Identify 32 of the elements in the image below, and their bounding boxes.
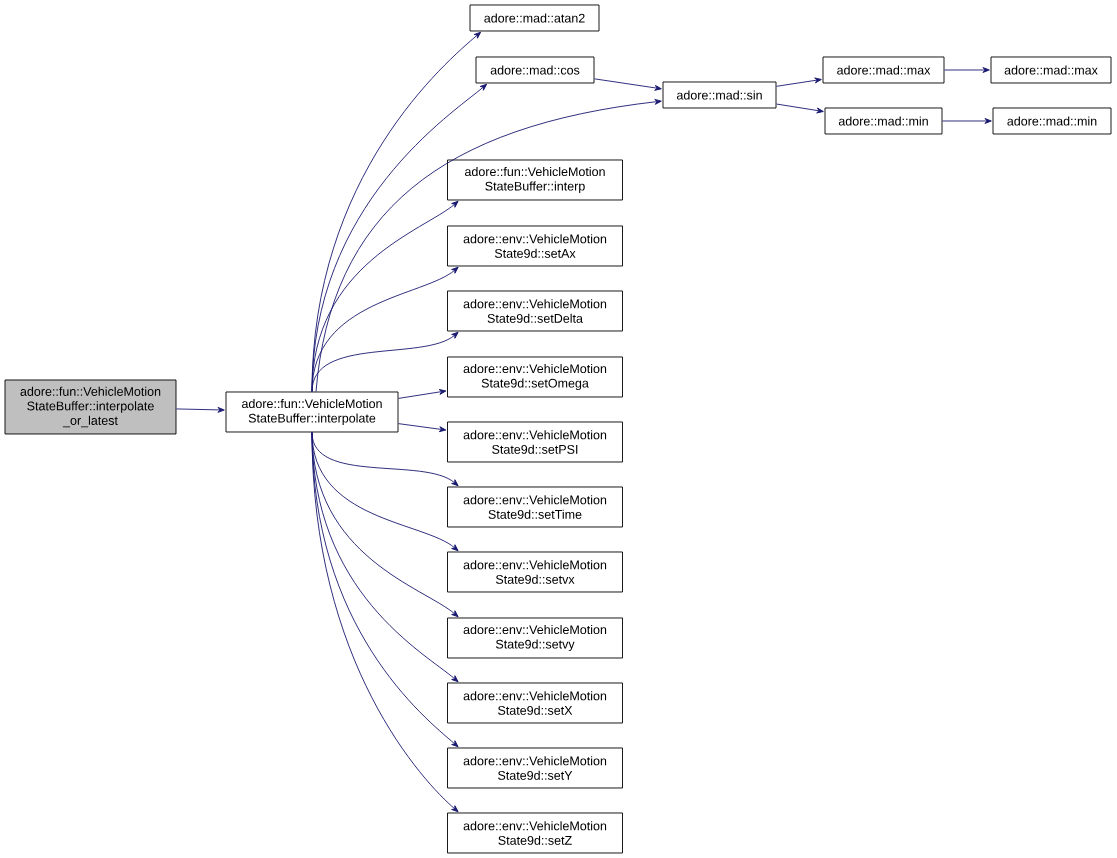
caller-box: adore::fun::VehicleMotion StateBuffer::interpolate _or_latest bbox=[4, 379, 177, 435]
function-box: adore::fun::VehicleMotion StateBuffer::interp bbox=[447, 159, 623, 201]
arrow bbox=[311, 331, 459, 392]
arrow bbox=[398, 389, 447, 399]
function-box: adore::env::VehicleMotion State9d::setX bbox=[447, 682, 623, 724]
arrow bbox=[776, 103, 824, 114]
function-box: adore::env::VehicleMotion State9d::setAx bbox=[447, 225, 623, 267]
arrow bbox=[776, 77, 822, 87]
function-box: adore::mad::max bbox=[822, 56, 945, 84]
function-box: adore::env::VehicleMotion State9d::setOmega bbox=[447, 356, 623, 398]
function-box: adore::env::VehicleMotion State9d::setDelta bbox=[447, 290, 623, 332]
function-box: adore::env::VehicleMotion State9d::setTime bbox=[447, 486, 623, 528]
arrow bbox=[176, 406, 225, 413]
arrow bbox=[315, 98, 662, 392]
arrow bbox=[311, 266, 459, 392]
function-box: adore::env::VehicleMotion State9d::setPSI bbox=[447, 421, 623, 463]
function-box: adore::fun::VehicleMotion StateBuffer::interpolate bbox=[225, 391, 399, 433]
function-box: adore::env::VehicleMotion State9d::setY bbox=[447, 747, 623, 789]
function-box: adore::mad::atan2 bbox=[469, 4, 600, 32]
arrow bbox=[594, 78, 662, 91]
function-box: adore::mad::cos bbox=[475, 56, 595, 84]
function-box: adore::mad::sin bbox=[662, 81, 777, 109]
function-box: adore::mad::min bbox=[992, 107, 1112, 135]
arrow bbox=[942, 118, 992, 124]
arrow bbox=[311, 432, 459, 813]
function-box: adore::mad::min bbox=[824, 107, 943, 135]
arrow bbox=[944, 67, 990, 73]
arrow bbox=[398, 423, 447, 433]
function-box: adore::env::VehicleMotion State9d::setvy bbox=[447, 617, 623, 659]
function-box: adore::mad::max bbox=[990, 56, 1112, 84]
function-box: adore::env::VehicleMotion State9d::setvx bbox=[447, 551, 623, 593]
function-box: adore::env::VehicleMotion State9d::setZ bbox=[447, 812, 623, 854]
